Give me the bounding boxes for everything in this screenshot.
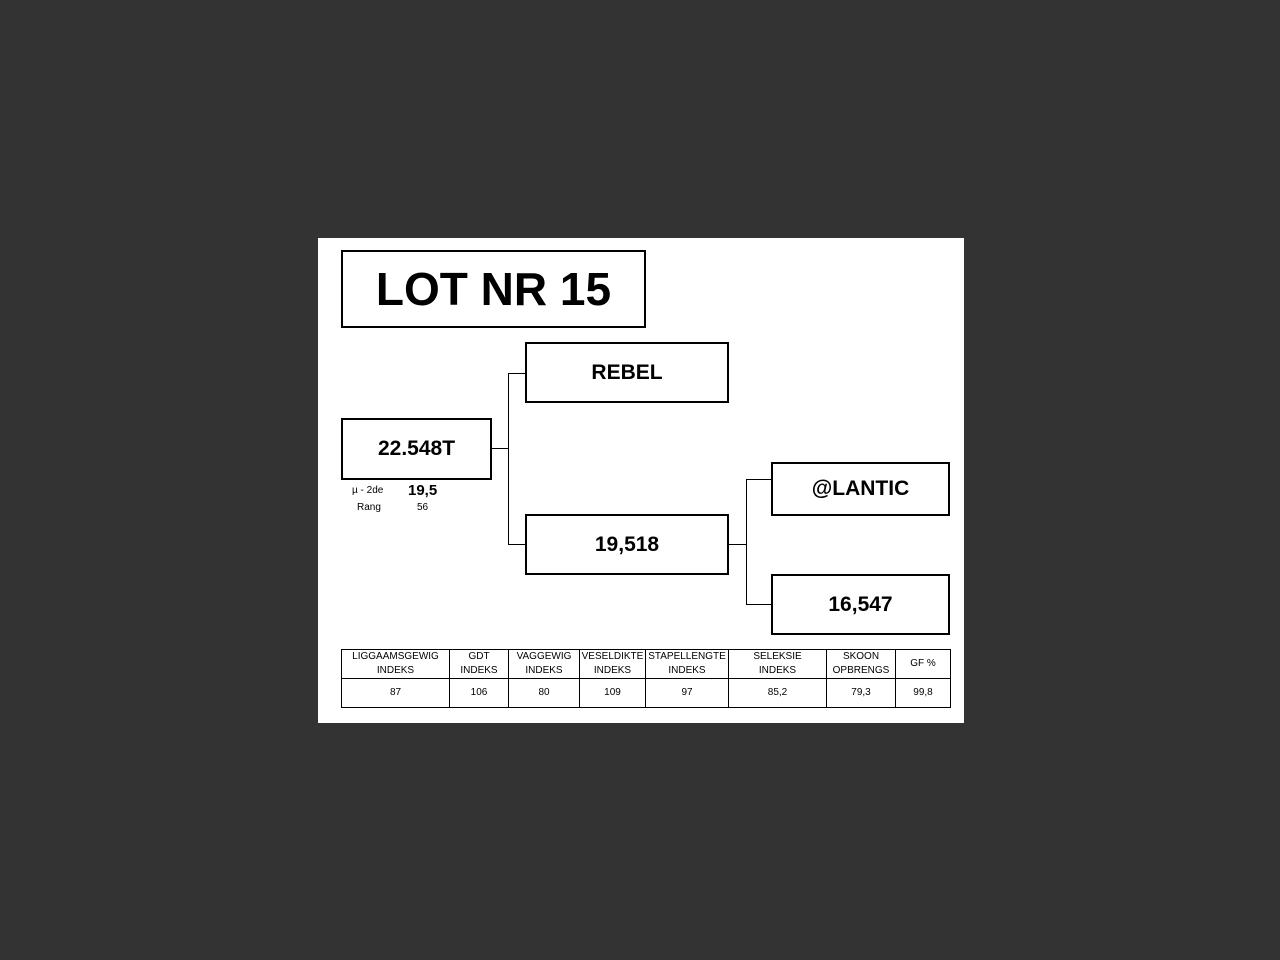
value-gf: 99,8 [895,678,951,708]
lot-title: LOT NR 15 [341,250,646,328]
micron-value: 19,5 [408,482,438,499]
micron-label: µ - 2de [352,485,384,496]
value-seleksie: 85,2 [728,678,827,708]
rank-label: Rang [357,502,381,513]
index-table-values-row: 87 106 80 109 97 85,2 79,3 99,8 [341,678,951,708]
value-gdt: 106 [449,678,509,708]
dam-dam-box: 16,547 [771,574,950,635]
lot-sheet: LOT NR 15 22.548T µ - 2de 19,5 Rang 56 R… [318,238,964,723]
value-liggaamsgewig: 87 [341,678,450,708]
dam-box: 19,518 [525,514,729,575]
animal-id-box: 22.548T [341,418,492,480]
connector-line [508,373,509,545]
value-vaggewig: 80 [508,678,580,708]
rank-value: 56 [417,502,429,513]
value-veseldikte: 109 [579,678,646,708]
value-skoon-opbrengs: 79,3 [826,678,896,708]
header-gf: GF % [895,649,951,679]
connector-line [746,479,747,605]
connector-line [746,604,771,605]
connector-line [492,448,508,449]
connector-line [508,373,525,374]
dam-sire-box: @LANTIC [771,462,950,516]
connector-line [508,544,525,545]
value-stapellengte: 97 [645,678,729,708]
sire-box: REBEL [525,342,729,403]
connector-line [746,479,771,480]
connector-line [729,544,746,545]
